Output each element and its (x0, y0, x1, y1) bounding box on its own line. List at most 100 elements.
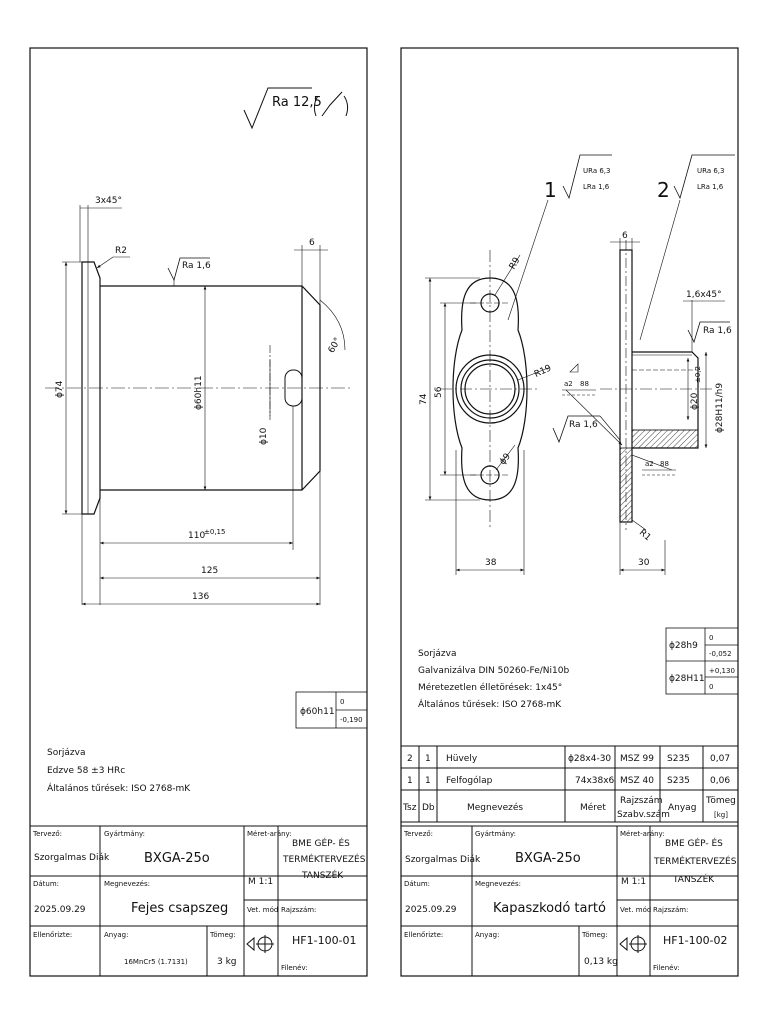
surface-ra-label: Ra 1,6 (182, 261, 211, 271)
tb1-tomeg-label: Tömeg: (209, 931, 236, 939)
tb2-megnevezes: Kapaszkodó tartó (493, 901, 606, 916)
tb1-megnevezes: Fejes csapszeg (131, 901, 228, 916)
weld1-a: a2 (564, 380, 573, 388)
dia20-tol: ±0,2 (694, 366, 702, 383)
tb1-inst-1: BME GÉP- ÉS (292, 837, 350, 849)
part-0-mass: 0,07 (710, 754, 730, 764)
part-0-size: ϕ28x4-30 (568, 754, 611, 764)
part-1-tsz: 1 (407, 776, 413, 786)
tb1-rajzszam: HF1-100-01 (292, 934, 357, 947)
part-1-name: Felfogólap (446, 775, 493, 786)
len-125-label: 125 (201, 566, 218, 576)
note-3: Általános tűrések: ISO 2768-mK (47, 782, 191, 794)
note2-1: Sorjázva (418, 649, 457, 659)
tol2-lower-0: -0,052 (709, 650, 732, 658)
tb1-anyag: 16MnCr5 (1.7131) (124, 958, 188, 966)
tb2-datum-label: Dátum: (404, 880, 430, 888)
ra16a-label: Ra 1,6 (703, 326, 732, 336)
ph-mat: Anyag (668, 803, 696, 813)
sheet-1: Ra 12,5 3x45° R2 Ra 1,6 6 (29, 47, 368, 977)
tol2-lower-1: 0 (709, 683, 713, 691)
tb2-inst-2: TERMÉKTERVEZÉS (653, 855, 737, 867)
tol2-label-1: ϕ28H11 (669, 674, 705, 684)
part-1-db: 1 (425, 776, 431, 786)
ph-tsz: Tsz (402, 803, 417, 813)
tb2-rajzszam: HF1-100-02 (663, 934, 728, 947)
ph-std2: Szabv.szám (617, 810, 670, 820)
tb1-meret: M 1:1 (248, 877, 273, 887)
chamfer-label: 3x45° (95, 196, 122, 206)
tol-label: ϕ60h11 (300, 707, 335, 717)
ph-mass1: Tömeg (705, 796, 736, 806)
tolerance-table-2 (665, 627, 739, 695)
ra16b-label: Ra 1,6 (569, 420, 598, 430)
tb1-gyartmany: BXGA-25o (144, 851, 210, 866)
tol2-upper-1: +0,130 (709, 667, 735, 675)
lra-1: LRa 1,6 (583, 183, 610, 191)
dim-6-label: 6 (309, 238, 315, 248)
r19-label: R19 (533, 363, 554, 380)
tb1-anyag-label: Anyag: (104, 931, 128, 939)
ph-db: Db (422, 803, 435, 813)
weld1-b: 88 (580, 380, 589, 388)
tb1-filenev-label: Filenév: (281, 964, 308, 972)
ph-name: Megnevezés (467, 802, 523, 813)
len-110-tol: ±0,15 (204, 528, 225, 536)
tb1-meret-label: Méret-arány: (247, 830, 292, 838)
tb2-gyartmany: BXGA-25o (515, 851, 581, 866)
tol-upper: 0 (340, 698, 344, 706)
tb1-datum: 2025.09.29 (34, 905, 86, 915)
dia20-label: ϕ20 (690, 392, 700, 410)
tb1-datum-label: Dátum: (33, 880, 59, 888)
radius-label: R2 (115, 246, 127, 256)
cross-hole (269, 345, 303, 420)
part-0-db: 1 (425, 754, 431, 764)
title-block-1 (29, 825, 368, 977)
part-0-mat: S235 (667, 754, 690, 764)
roughness-main-label: Ra 12,5 (272, 95, 322, 110)
tb2-gyartmany-label: Gyártmány: (475, 830, 516, 838)
ura-2: URa 6,3 (697, 167, 724, 175)
dim-38-label: 38 (485, 558, 497, 568)
dia-60-label: ϕ60h11 (194, 375, 204, 410)
ura-1: URa 6,3 (583, 167, 610, 175)
tb1-inst-3: TANSZÉK (301, 869, 344, 881)
part-0-name: Hüvely (446, 754, 478, 764)
tol2-label-0: ϕ28h9 (669, 641, 698, 651)
dim-74-label: 74 (419, 393, 429, 405)
tb1-rajzszam-label: Rajzszám: (281, 906, 316, 914)
note2-4: Általános tűrések: ISO 2768-mK (418, 698, 562, 710)
sheet-1-border (29, 47, 368, 977)
weld2-a: a2 (645, 460, 654, 468)
part-1-size: 74x38x6 (575, 776, 615, 786)
tb2-vet-label: Vet. mód (620, 906, 651, 914)
tb2-datum: 2025.09.29 (405, 905, 457, 915)
tb2-ellenorizte-label: Ellenőrizte: (404, 930, 443, 939)
ph-mass2: [kg] (714, 811, 728, 819)
tolerance-table-1 (295, 691, 368, 729)
title-block-2 (400, 825, 739, 977)
assembly-side-view (600, 240, 715, 530)
tb2-tomeg-label: Tömeg: (581, 931, 608, 939)
tb2-anyag-label: Anyag: (475, 931, 499, 939)
tol-lower: -0,190 (340, 716, 363, 724)
lra-2: LRa 1,6 (697, 183, 724, 191)
angle-label: 60° (327, 336, 344, 355)
note2-3: Méretezetlen élletörések: 1x45° (418, 682, 562, 693)
len-136-label: 136 (192, 592, 209, 602)
parts-list (400, 745, 739, 823)
note-2: Edzve 58 ±3 HRc (47, 766, 125, 776)
roughness-symbol (243, 87, 349, 130)
ph-std1: Rajzszám (620, 796, 663, 806)
pos-label-1: 1 (544, 178, 557, 202)
weld2-b: 88 (660, 460, 669, 468)
tb2-tervezo: Szorgalmas Diák (405, 855, 481, 865)
chamfer-label-2: 1,6x45° (686, 290, 722, 300)
tb2-filenev-label: Filenév: (653, 964, 680, 972)
tb2-tomeg: 0,13 kg (584, 957, 618, 967)
tb2-tervezo-label: Tervező: (403, 829, 433, 838)
dia-74-label: ϕ74 (55, 380, 65, 398)
pos-label-2: 2 (657, 178, 670, 202)
part-1-mass: 0,06 (710, 776, 730, 786)
